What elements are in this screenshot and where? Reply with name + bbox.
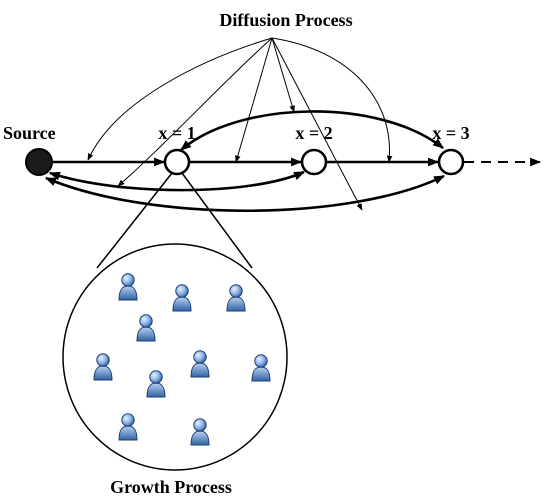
network-edges xyxy=(44,110,542,213)
node-x2 xyxy=(300,148,328,176)
node-x1-label: x = 1 xyxy=(158,123,195,143)
diffusion-arrow-to-x2 xyxy=(271,37,295,113)
source-label: Source xyxy=(3,123,56,143)
diffusion-arrow-to-x2-x3-edge xyxy=(271,37,393,163)
node-x3-label: x = 3 xyxy=(432,123,469,143)
node-x2-label: x = 2 xyxy=(295,123,332,143)
edge-x1-x3-arc xyxy=(180,110,444,151)
diffusion-arrow-to-source xyxy=(87,37,273,161)
zoom-line-left xyxy=(96,172,173,269)
zoom-line-right xyxy=(181,172,253,269)
node-x1 xyxy=(163,148,191,176)
node-x3 xyxy=(437,148,465,176)
growth-caption: Growth Process xyxy=(110,477,232,497)
edge-source-x3-arc xyxy=(44,174,445,213)
diffusion-arrow-to-x1 xyxy=(117,37,273,187)
diffusion-arrows xyxy=(87,37,393,211)
diagram-title: Diffusion Process xyxy=(219,10,352,30)
growth-population-circle xyxy=(62,243,288,471)
diffusion-arrow-to-x1-x2-edge xyxy=(235,37,273,163)
source-node xyxy=(25,148,53,176)
